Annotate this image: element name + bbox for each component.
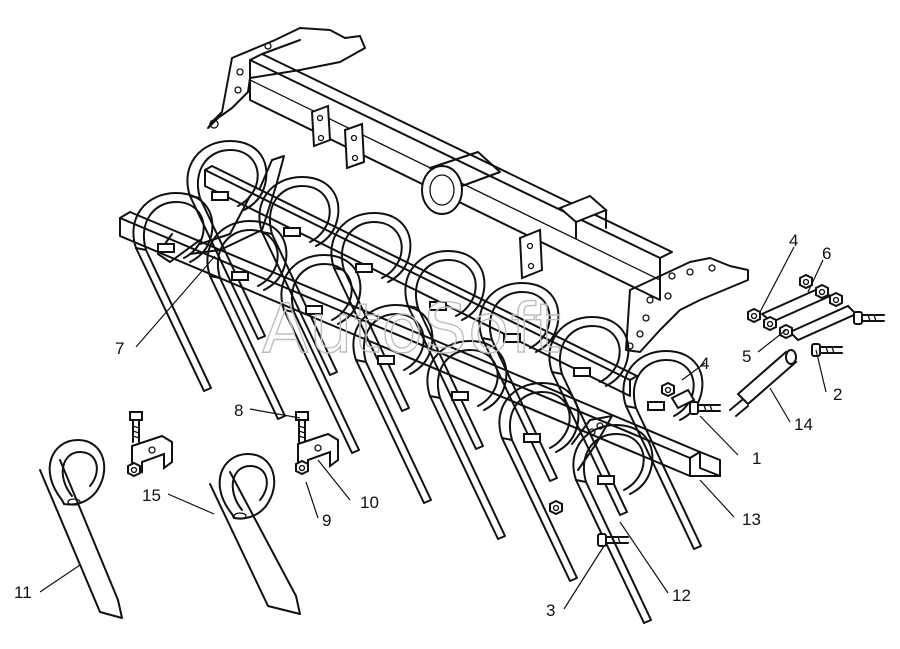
callout-10: 10 bbox=[360, 493, 379, 512]
callout-1: 1 bbox=[752, 449, 761, 468]
hardware-right-top bbox=[747, 274, 885, 357]
hardware-right-mid bbox=[549, 382, 721, 547]
tine-row-front bbox=[132, 192, 704, 624]
callout-labels: 4 6 5 2 14 4 1 13 12 3 7 8 10 9 11 15 bbox=[14, 231, 842, 620]
callout-4-lower: 4 bbox=[700, 354, 709, 373]
clamp-set-mid bbox=[295, 411, 339, 475]
callout-6: 6 bbox=[822, 244, 831, 263]
callout-4-upper: 4 bbox=[789, 231, 798, 250]
callout-8: 8 bbox=[234, 401, 243, 420]
callout-15: 15 bbox=[142, 486, 161, 505]
clamp-set-left bbox=[127, 411, 173, 477]
callout-3: 3 bbox=[546, 601, 555, 620]
callout-7: 7 bbox=[115, 339, 124, 358]
callout-12: 12 bbox=[672, 586, 691, 605]
callout-9: 9 bbox=[322, 511, 331, 530]
main-frame bbox=[207, 27, 749, 353]
callout-13: 13 bbox=[742, 510, 761, 529]
callout-5: 5 bbox=[742, 347, 751, 366]
spare-tine-11 bbox=[39, 439, 123, 619]
spare-tine-15 bbox=[209, 453, 301, 615]
pin-14 bbox=[729, 349, 798, 417]
watermark: AutoSoft bbox=[262, 290, 562, 369]
callout-11: 11 bbox=[14, 583, 32, 602]
leader-lines bbox=[39, 246, 827, 610]
callout-14: 14 bbox=[794, 415, 813, 434]
callout-2: 2 bbox=[833, 385, 842, 404]
